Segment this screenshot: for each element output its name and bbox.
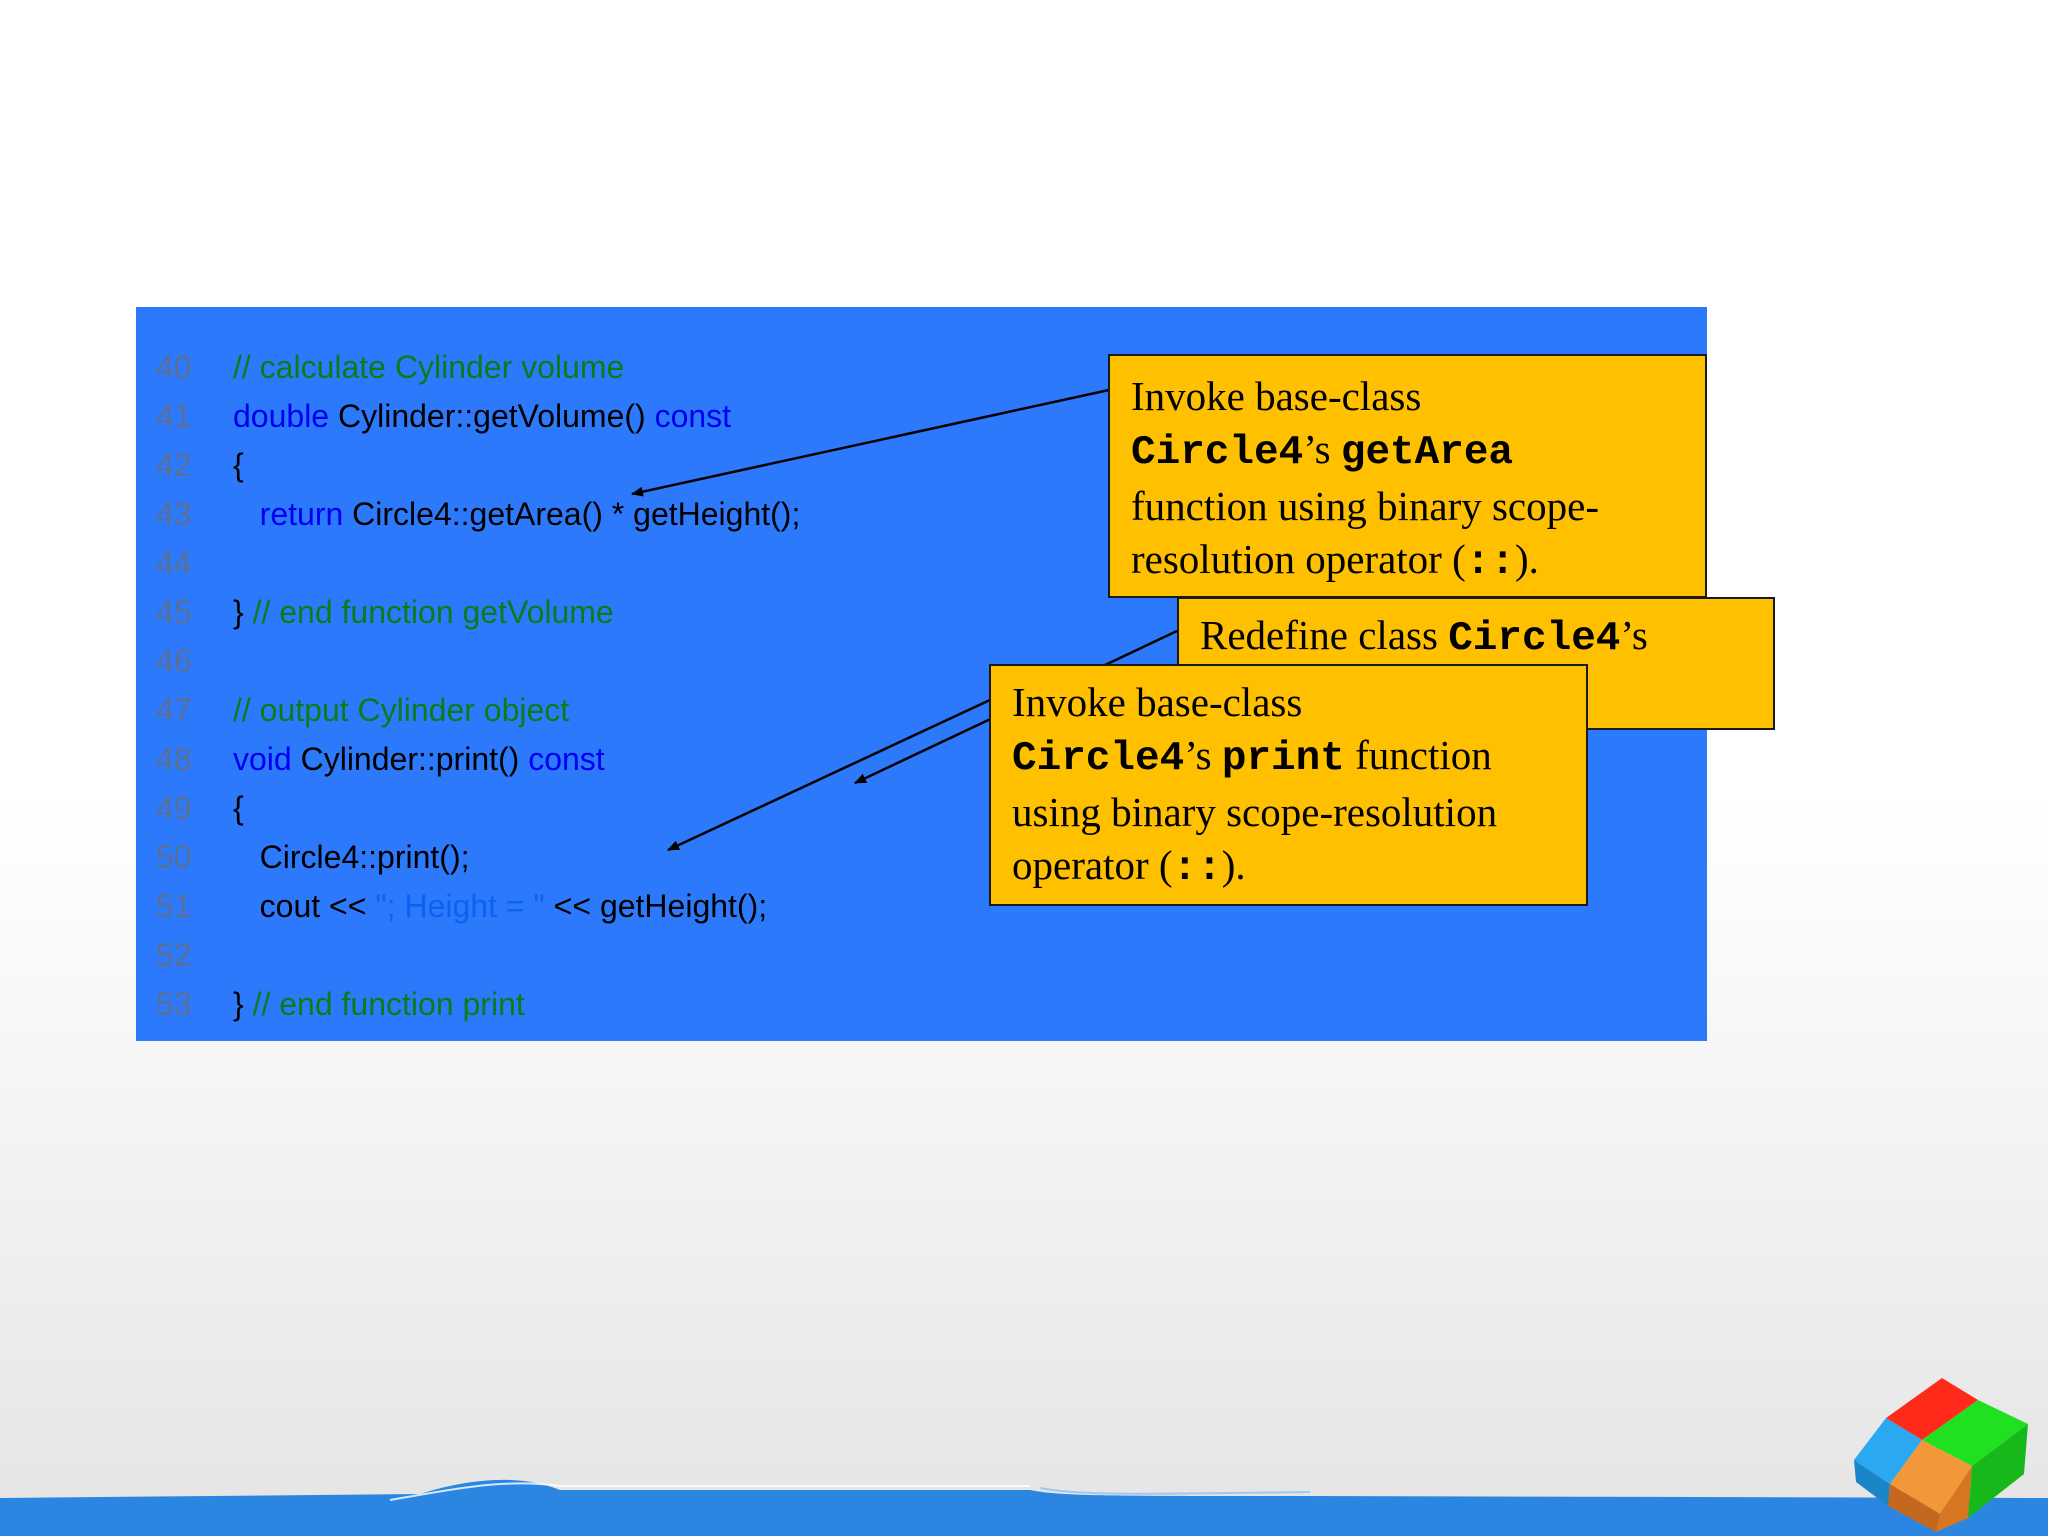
callout-text: operator ( (1012, 842, 1173, 888)
code-text: void Cylinder::print() const (233, 735, 605, 784)
code-keyword: const (528, 741, 605, 777)
code-token: Cylinder::print() (291, 741, 529, 777)
code-term: getArea (1340, 430, 1514, 476)
callout-line: Circle4’s getArea (1131, 423, 1705, 480)
code-term: :: (1465, 540, 1515, 586)
footer-wave-decoration (0, 1479, 2048, 1536)
line-number: 47 (156, 692, 192, 728)
code-line: 46 (136, 637, 1136, 686)
code-text: return Circle4::getArea() * getHeight(); (233, 490, 801, 539)
code-line: 50 Circle4::print(); (136, 833, 1136, 882)
code-line: 51 cout << "; Height = " << getHeight(); (136, 882, 1136, 931)
callout-text: ’s (1303, 426, 1341, 472)
callout-line: operator (::). (1012, 839, 1586, 896)
callout-line: Invoke base-class (1131, 373, 1422, 419)
code-term: print (1221, 736, 1345, 782)
callout-line: Circle4’s print function (1012, 729, 1586, 786)
callout-text: function (1344, 732, 1492, 778)
code-comment: // output Cylinder object (233, 692, 570, 728)
code-keyword: double (233, 398, 330, 434)
code-token: } (233, 594, 253, 630)
callout-line: using binary scope-resolution (1012, 789, 1498, 835)
code-text: // output Cylinder object (233, 686, 569, 735)
code-line: 41 double Cylinder::getVolume() const (136, 392, 1136, 441)
callout-text: Redefine class (1200, 612, 1449, 658)
code-line: 44 (136, 539, 1136, 588)
code-line: 43 return Circle4::getArea() * getHeight… (136, 490, 1136, 539)
callout-text: resolution operator ( (1131, 536, 1466, 582)
code-text: { (233, 441, 244, 490)
code-text: { (233, 784, 244, 833)
code-token: Circle4::print(); (233, 839, 470, 875)
line-number: 51 (156, 888, 192, 924)
callout-text: ’s (1620, 612, 1648, 658)
code-keyword: const (654, 398, 732, 434)
code-text: // calculate Cylinder volume (233, 343, 624, 392)
code-line: 42 { (136, 441, 1136, 490)
code-text: cout << "; Height = " << getHeight(); (233, 882, 767, 931)
code-string: "; Height = " (375, 888, 545, 924)
callout-text: ). (1221, 842, 1246, 888)
line-number: 53 (156, 986, 192, 1022)
callout-invoke-getarea: Invoke base-class Circle4’s getArea func… (1108, 354, 1707, 598)
code-text: } // end function print (233, 980, 525, 1029)
line-number: 42 (156, 447, 192, 483)
code-token: << getHeight(); (544, 888, 768, 924)
line-number: 43 (156, 496, 192, 532)
code-token: Cylinder::getVolume() (329, 398, 655, 434)
code-comment: // end function getVolume (252, 594, 614, 630)
code-line: 49 { (136, 784, 1136, 833)
code-comment: // calculate Cylinder volume (233, 349, 625, 385)
code-comment: // end function print (252, 986, 525, 1022)
code-token: } (233, 986, 253, 1022)
code-line: 53} // end function print (136, 980, 1136, 1029)
callout-text: ). (1514, 536, 1539, 582)
line-number: 49 (156, 790, 192, 826)
code-line: 40 // calculate Cylinder volume (136, 343, 1136, 392)
code-line: 45} // end function getVolume (136, 588, 1136, 637)
code-term: Circle4 (1448, 616, 1621, 662)
cube-logo (1854, 1378, 2028, 1532)
line-number: 46 (156, 643, 192, 679)
code-line: 47 // output Cylinder object (136, 686, 1136, 735)
callout-line: function using binary scope- (1131, 483, 1599, 529)
code-keyword: return (259, 496, 344, 532)
code-token: cout << (233, 888, 376, 924)
code-token: { (233, 790, 244, 826)
code-term: :: (1172, 846, 1222, 892)
code-token: Circle4::getArea() * getHeight(); (343, 496, 801, 532)
line-number: 48 (156, 741, 192, 777)
code-text: double Cylinder::getVolume() const (233, 392, 731, 441)
code-line: 48 void Cylinder::print() const (136, 735, 1136, 784)
line-number: 52 (156, 937, 192, 973)
code-term: Circle4 (1012, 736, 1185, 782)
callout-line: resolution operator (::). (1131, 533, 1705, 590)
callout-line: Redefine class Circle4’s (1200, 609, 1773, 666)
line-number: 40 (156, 349, 192, 385)
code-token: { (233, 447, 244, 483)
callout-text: ’s (1184, 732, 1222, 778)
callout-line: Invoke base-class (1012, 679, 1303, 725)
code-term: Circle4 (1131, 430, 1304, 476)
code-text: } // end function getVolume (233, 588, 614, 637)
line-number: 44 (156, 545, 192, 581)
line-number: 50 (156, 839, 192, 875)
code-text: Circle4::print(); (233, 833, 470, 882)
line-number: 45 (156, 594, 192, 630)
code-keyword: void (233, 741, 292, 777)
code-line: 52 (136, 931, 1136, 980)
line-number: 41 (156, 398, 192, 434)
code-token (233, 496, 260, 532)
callout-invoke-print: Invoke base-class Circle4’s print functi… (989, 664, 1588, 906)
